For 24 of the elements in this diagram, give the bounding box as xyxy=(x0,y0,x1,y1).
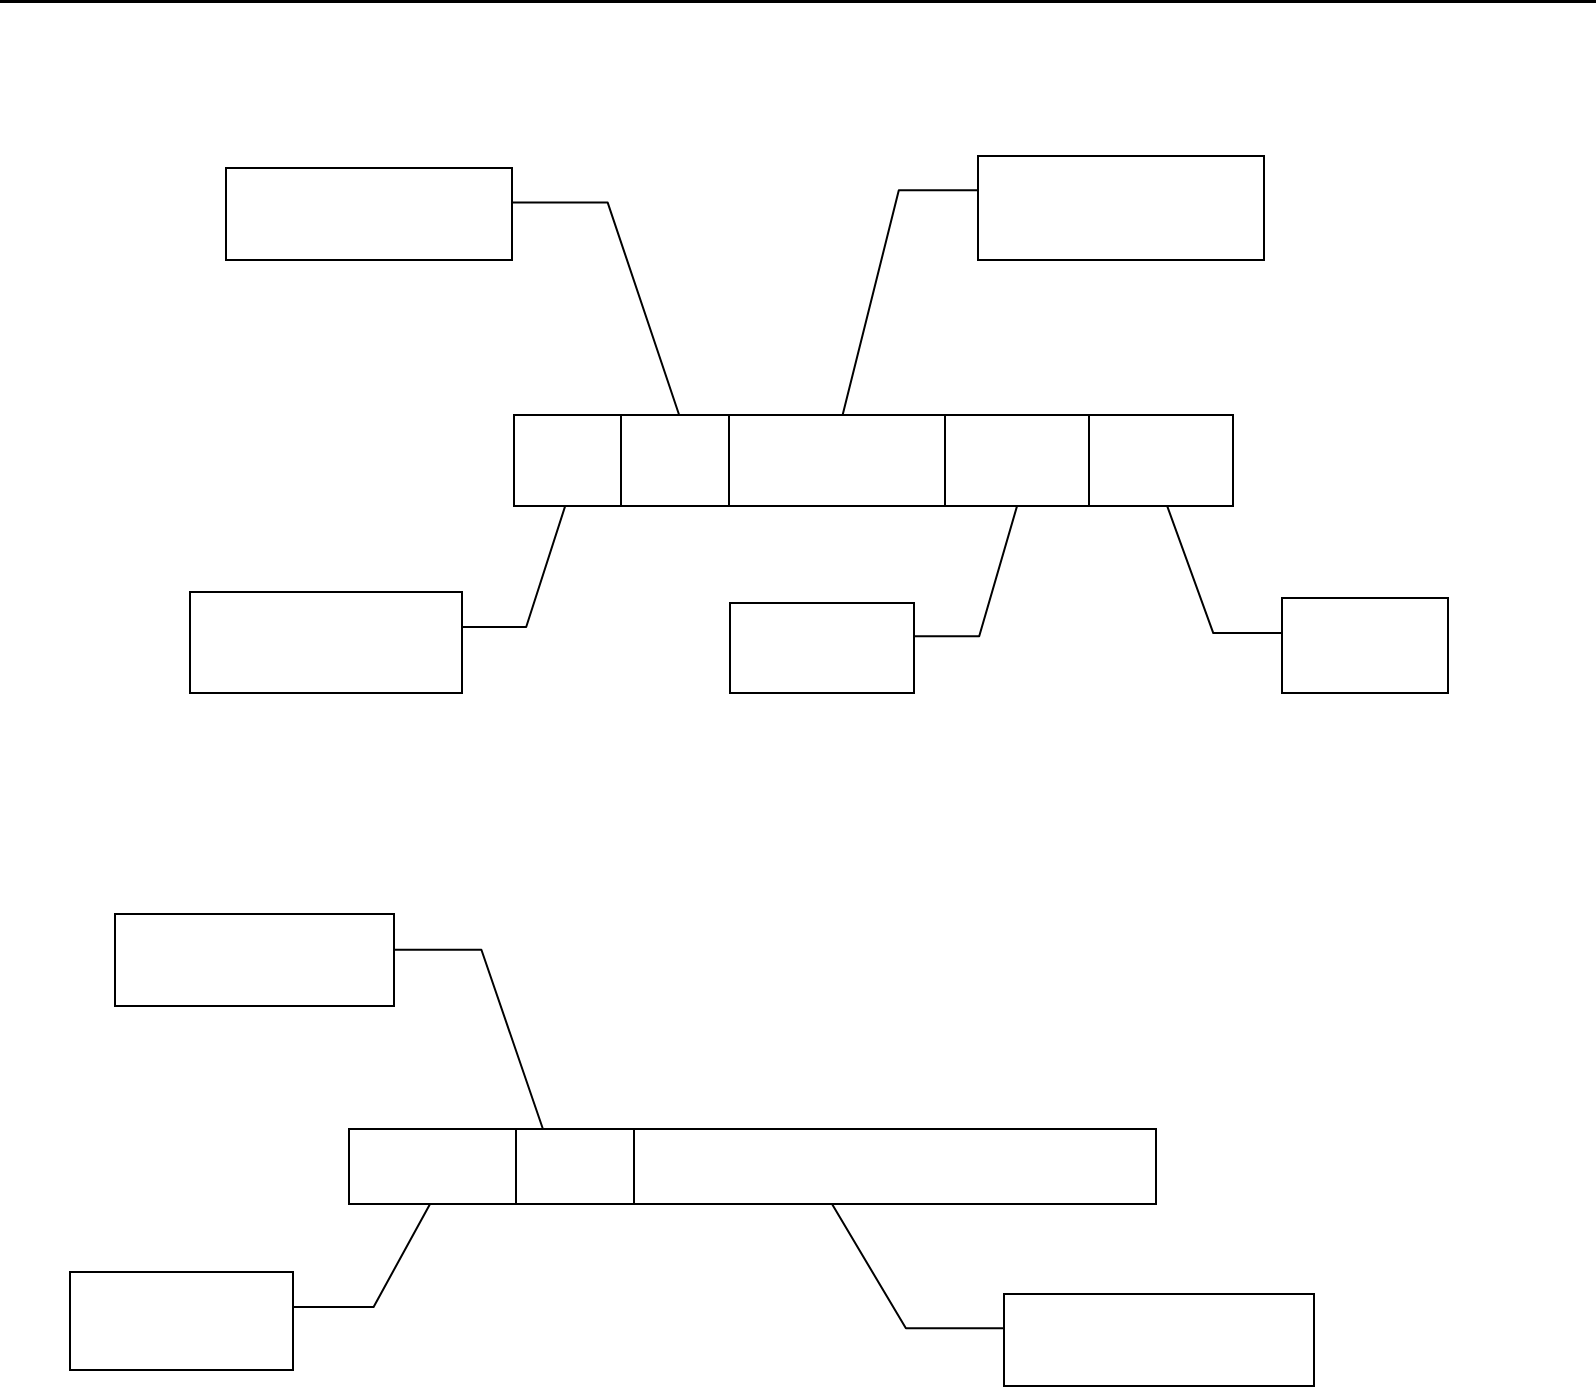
leader-line xyxy=(831,1204,1004,1330)
callout-box xyxy=(728,601,916,695)
leader-line xyxy=(841,189,979,416)
bar-segment xyxy=(513,414,622,507)
bar-segment xyxy=(1088,414,1234,507)
callout-box xyxy=(69,1271,295,1372)
callout-box xyxy=(1002,1292,1316,1388)
bar-segment xyxy=(348,1127,518,1206)
leader-line xyxy=(293,1204,431,1308)
callout-box xyxy=(224,166,513,261)
leader-line xyxy=(393,948,544,1129)
bar-segment xyxy=(515,1127,636,1206)
leader-line xyxy=(1166,505,1283,635)
bar-segment xyxy=(943,414,1091,507)
bar-segment xyxy=(619,414,730,507)
leader-line xyxy=(512,201,680,416)
callout-box xyxy=(977,154,1266,261)
leader-line xyxy=(914,505,1018,638)
callout-box xyxy=(189,591,464,695)
leader-line xyxy=(462,505,566,628)
callout-box xyxy=(114,913,395,1007)
callout-box xyxy=(1281,597,1450,695)
bar-segment xyxy=(727,414,946,507)
bar-segment xyxy=(633,1127,1158,1206)
